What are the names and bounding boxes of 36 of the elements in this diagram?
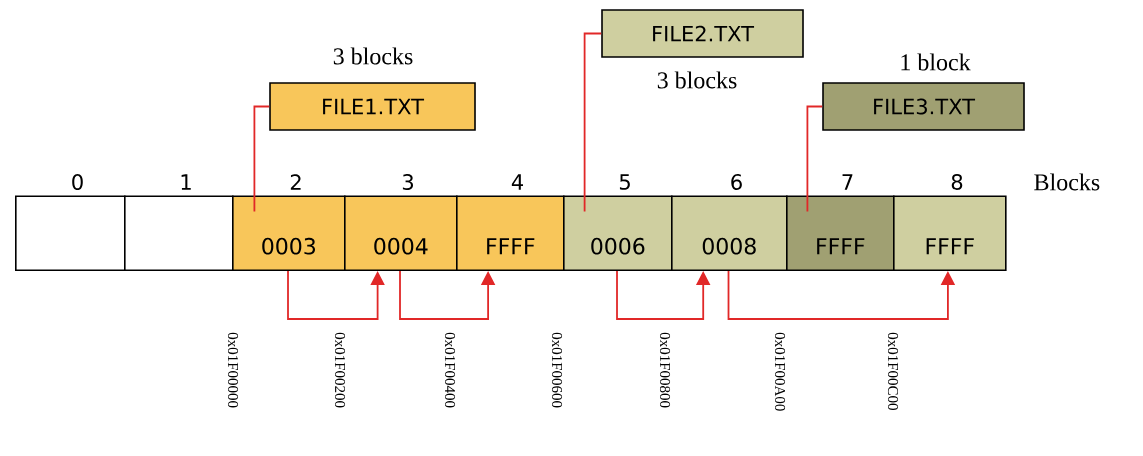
- file-box: FILE2.TXT: [601, 9, 804, 58]
- disk-block: FFFF: [893, 195, 1007, 271]
- disk-block: [124, 195, 234, 271]
- disk-block: 0006: [563, 195, 673, 271]
- address-label: 0x01F00200: [334, 332, 346, 408]
- block-count: 1 block: [901, 53, 971, 71]
- disk-block: 0003: [232, 195, 346, 271]
- block-number: 5: [619, 174, 630, 190]
- disk-block: FFFF: [456, 195, 565, 271]
- block-count: 3 blocks: [333, 47, 413, 65]
- block-number: 7: [842, 174, 853, 190]
- block-count: 3 blocks: [657, 71, 737, 89]
- block-number: 2: [290, 174, 301, 190]
- disk-block: 0004: [344, 195, 458, 271]
- block-number: 1: [181, 174, 191, 190]
- leader-line: [253, 105, 271, 213]
- block-number: 0: [72, 174, 83, 190]
- address-label: 0x01F00600: [551, 332, 563, 408]
- address-label: 0x01F00C00: [887, 332, 899, 410]
- leader-line: [583, 32, 603, 213]
- axis-title: Blocks: [1034, 173, 1100, 191]
- address-label: 0x01F00000: [227, 332, 239, 408]
- arrow: [287, 270, 385, 320]
- address-label: 0x01F00800: [659, 332, 671, 408]
- disk-block: 0008: [671, 195, 788, 271]
- file-box: FILE3.TXT: [822, 82, 1025, 131]
- block-number: 4: [511, 174, 523, 190]
- block-number: 6: [731, 174, 742, 190]
- file-box: FILE1.TXT: [269, 82, 476, 131]
- address-label: 0x01F00400: [444, 332, 456, 408]
- block-number: 8: [951, 174, 963, 190]
- disk-block: [15, 195, 126, 271]
- leader-line: [806, 105, 824, 213]
- address-label: 0x01F00A00: [774, 332, 786, 411]
- disk-block: FFFF: [786, 195, 895, 271]
- block-number: 3: [402, 174, 413, 190]
